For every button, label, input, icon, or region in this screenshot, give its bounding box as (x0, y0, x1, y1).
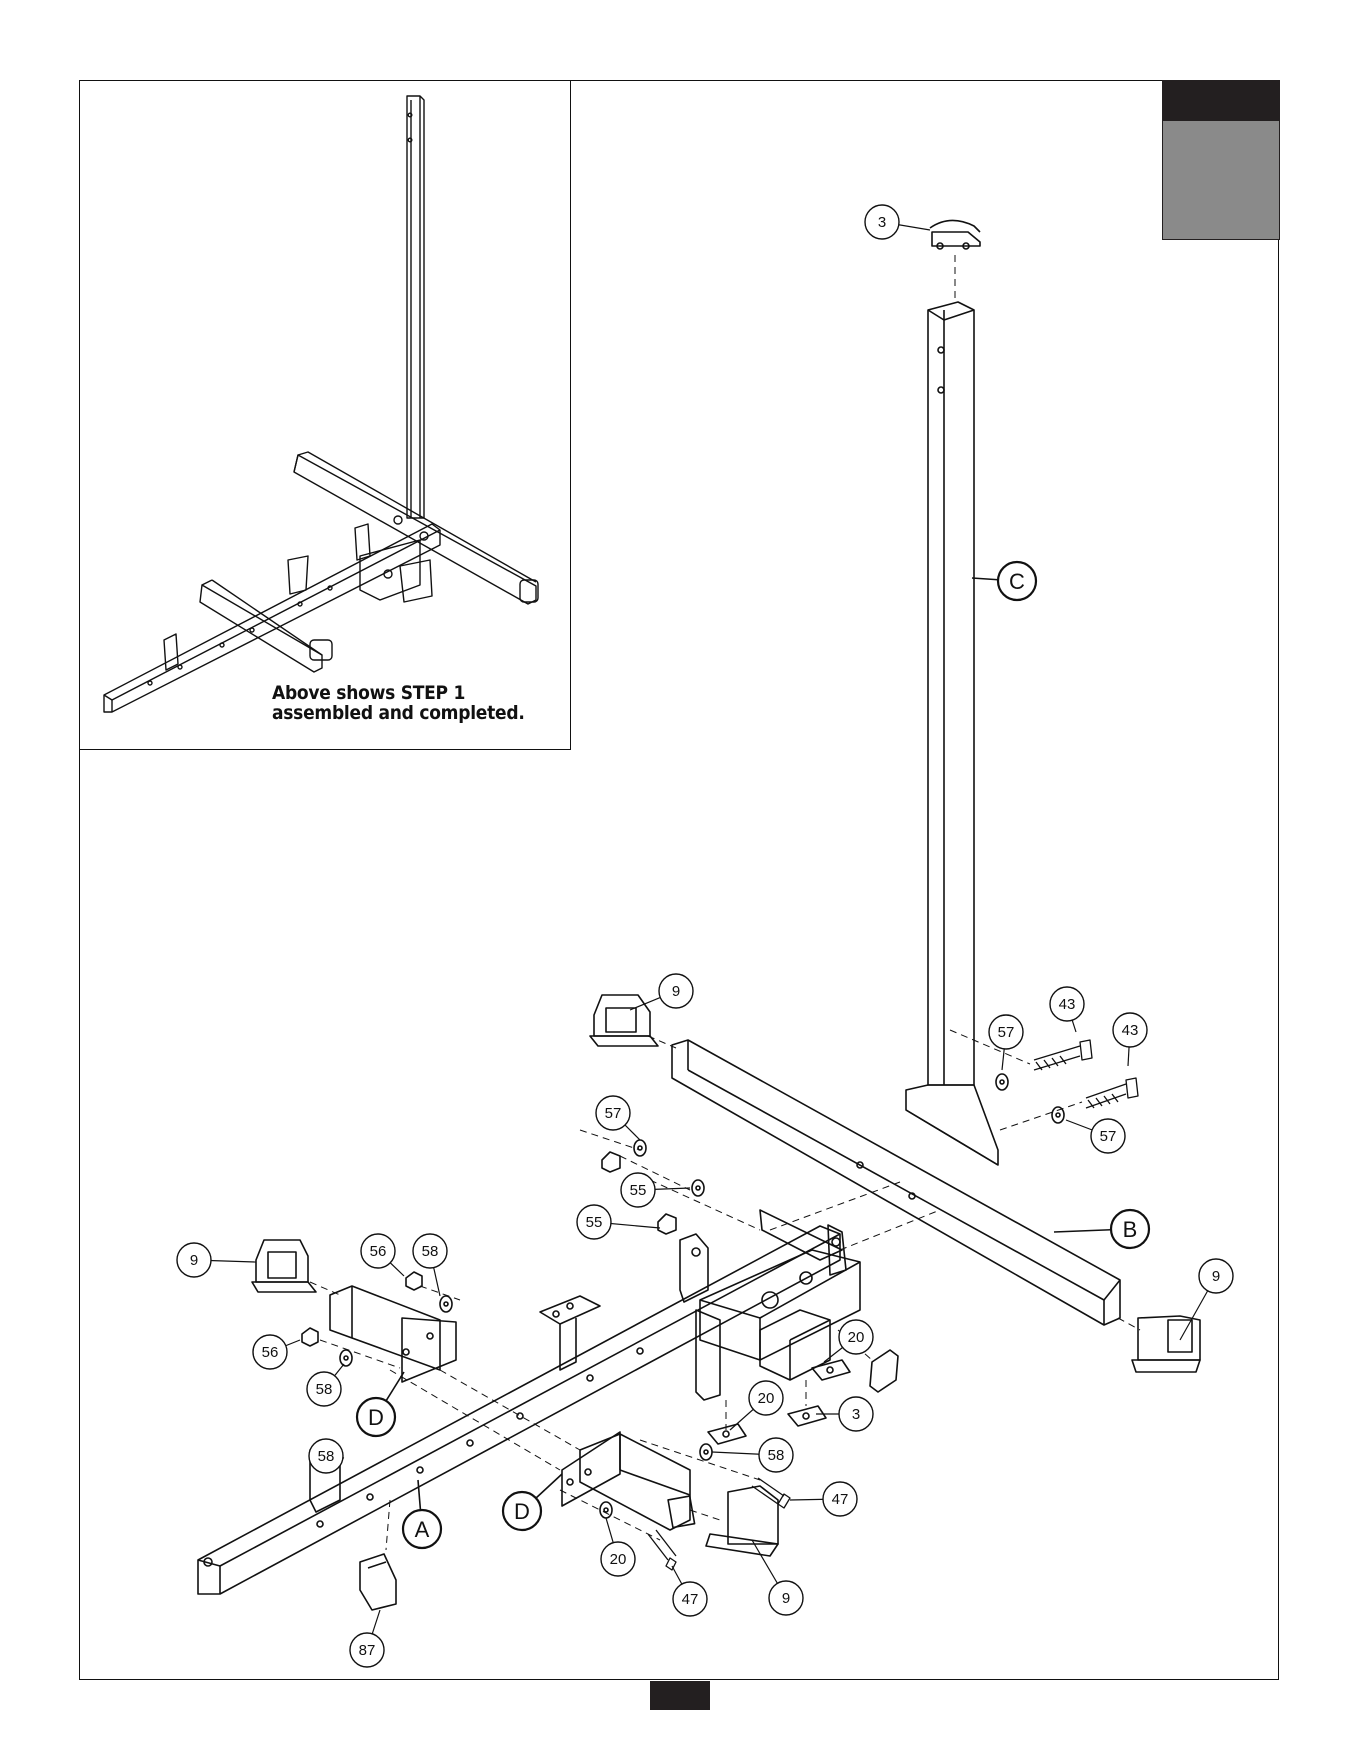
part-callout-9: 9 (1180, 1259, 1233, 1340)
part-callout-label: 56 (370, 1243, 387, 1260)
part-callout-label: 58 (422, 1243, 439, 1260)
part-callout-47: 47 (790, 1482, 857, 1516)
frame-label-d: D (503, 1474, 562, 1530)
frame-label-text: A (415, 1517, 430, 1542)
part-callout-9: 9 (177, 1243, 256, 1277)
part-callout-58: 58 (307, 1364, 344, 1406)
part-callout-57: 57 (989, 1015, 1023, 1070)
part-callout-label: 58 (768, 1447, 785, 1464)
frame-label-d: D (357, 1372, 404, 1436)
part-callout-9: 9 (630, 974, 693, 1010)
part-callout-label: 20 (758, 1390, 775, 1407)
part-callout-label: 56 (262, 1344, 279, 1361)
part-callout-label: 55 (630, 1182, 647, 1199)
part-callout-87: 87 (350, 1610, 384, 1667)
part-callout-label: 43 (1122, 1022, 1139, 1039)
part-callout-label: 3 (878, 214, 886, 231)
part-callout-57: 57 (1066, 1119, 1125, 1153)
part-callout-label: 9 (672, 983, 680, 1000)
part-callout-label: 20 (610, 1551, 627, 1568)
frame-label-b: B (1054, 1210, 1149, 1248)
part-callout-label: 47 (682, 1591, 699, 1608)
part-callout-label: 87 (359, 1642, 376, 1659)
frame-label-text: B (1123, 1217, 1138, 1242)
part-callout-47: 47 (672, 1566, 707, 1616)
part-callout-3: 3 (816, 1397, 873, 1431)
inset-caption-line-2: assembled and completed. (272, 702, 525, 724)
part-callout-43: 43 (1113, 1013, 1147, 1066)
part-callout-label: 47 (832, 1491, 849, 1508)
part-callout-56: 56 (361, 1234, 404, 1276)
part-callout-20: 20 (601, 1518, 635, 1576)
part-callout-label: 55 (586, 1214, 603, 1231)
part-callout-43: 43 (1050, 987, 1084, 1032)
part-callout-20: 20 (730, 1381, 783, 1430)
part-callout-label: 9 (782, 1590, 790, 1607)
part-callout-label: 43 (1059, 996, 1076, 1013)
frame-label-text: C (1009, 569, 1025, 594)
part-callout-55: 55 (577, 1205, 660, 1239)
part-callout-label: 57 (998, 1024, 1015, 1041)
frame-label-a: A (403, 1480, 441, 1548)
part-callout-label: 9 (1212, 1268, 1220, 1285)
part-callout-58: 58 (712, 1438, 793, 1472)
part-callout-label: 20 (848, 1329, 865, 1346)
part-callout-label: 58 (318, 1448, 335, 1465)
part-callout-20: 20 (824, 1320, 873, 1362)
part-callout-label: 58 (316, 1381, 333, 1398)
part-callout-label: 3 (852, 1406, 860, 1423)
part-callout-label: 57 (605, 1105, 622, 1122)
part-callout-9: 9 (752, 1540, 803, 1615)
part-callout-label: 9 (190, 1252, 198, 1269)
frame-label-text: D (368, 1405, 384, 1430)
part-callout-55: 55 (621, 1173, 690, 1207)
part-callout-57: 57 (596, 1096, 640, 1140)
inset-caption-line-1: Above shows STEP 1 (272, 682, 465, 704)
part-callout-58: 58 (413, 1234, 447, 1296)
part-callout-56: 56 (253, 1335, 300, 1369)
part-callout-label: 57 (1100, 1128, 1117, 1145)
part-callout-3: 3 (865, 205, 930, 239)
frame-label-text: D (514, 1499, 530, 1524)
frame-label-c: C (972, 562, 1036, 600)
part-callout-58: 58 (309, 1439, 344, 1473)
